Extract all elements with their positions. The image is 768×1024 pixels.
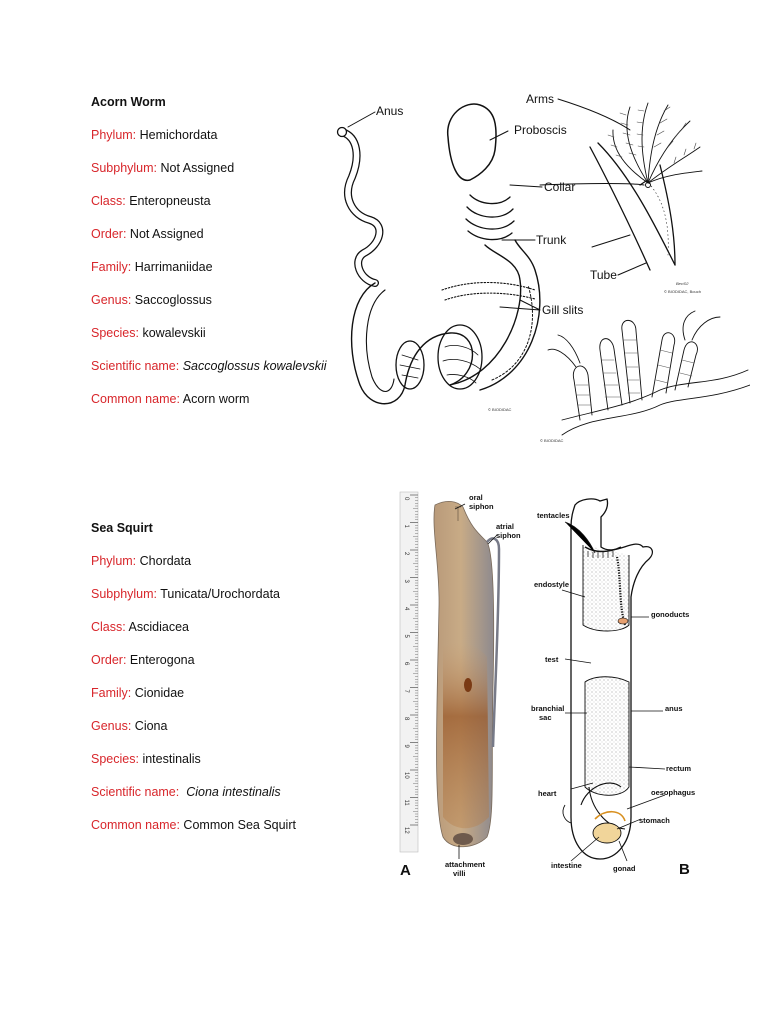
ciona-anatomy xyxy=(562,498,654,860)
acorn-worm-illustration: Anus Arms Proboscis Collar Trunk Tube Gi… xyxy=(336,92,750,443)
taxon-row-scientific-name: Scientific name: Ciona intestinalis xyxy=(91,785,281,799)
taxon-row-subphylum: Subphylum: Not Assigned xyxy=(91,161,235,175)
credit-small: © BIODIDAC xyxy=(540,438,564,443)
label-oesophagus: oesophagus xyxy=(651,788,695,797)
label-proboscis: Proboscis xyxy=(514,123,567,137)
taxon-row-species: Species: kowalevskii xyxy=(91,326,206,340)
ruler-tick-label: 5 xyxy=(403,635,409,639)
label-anus: anus xyxy=(665,704,683,713)
label-tentacles: tentacles xyxy=(537,511,570,520)
label-arms: Arms xyxy=(526,92,554,106)
taxon-row-subphylum: Subphylum: Tunicata/Urochordata xyxy=(91,587,281,601)
ruler-tick-label: 2 xyxy=(403,552,409,556)
taxon-row-phylum: Phylum: Chordata xyxy=(91,554,192,568)
ruler-tick-label: 9 xyxy=(403,745,409,749)
ruler-tick-label: 8 xyxy=(403,717,409,721)
taxon-row-order: Order: Not Assigned xyxy=(91,227,204,241)
taxon-row-genus: Genus: Saccoglossus xyxy=(91,293,212,307)
taxon-row-order: Order: Enterogona xyxy=(91,653,195,667)
label-gill-slits: Gill slits xyxy=(542,303,583,317)
collar-rings xyxy=(465,194,515,241)
label-branchial-sac-1: branchial xyxy=(531,704,564,713)
ruler-tick-label: 12 xyxy=(403,827,409,834)
ruler-tick-label: 1 xyxy=(403,525,409,529)
label-attachment-villi-2: villi xyxy=(453,869,466,878)
label-attachment-villi-1: attachment xyxy=(445,860,486,869)
taxon-row-family: Family: Harrimaniidae xyxy=(91,260,213,274)
section-title: Sea Squirt xyxy=(91,521,153,535)
panel-label-b: B xyxy=(679,861,690,878)
label-atrial-siphon-1: atrial xyxy=(496,522,514,531)
ruler-tick-label: 3 xyxy=(403,580,409,584)
label-trunk: Trunk xyxy=(536,233,567,247)
section-title: Acorn Worm xyxy=(91,95,166,109)
acorn-worm-taxonomy: Acorn Worm Phylum: Hemichordata Subphylu… xyxy=(91,95,341,425)
label-rectum: rectum xyxy=(666,764,691,773)
taxon-row-class: Class: Ascidiacea xyxy=(91,620,189,634)
taxon-row-scientific-name: Scientific name: Saccoglossus kowalevski… xyxy=(91,359,327,373)
acorn-worm-figure: Anus Arms Proboscis Collar Trunk Tube Gi… xyxy=(330,85,750,450)
anus-opening xyxy=(336,126,348,138)
ruler-tick-label: 7 xyxy=(403,690,409,694)
ruler-tick-label: 0 xyxy=(403,497,409,501)
label-test: test xyxy=(545,655,559,664)
label-endostyle: endostyle xyxy=(534,580,569,589)
ruler-tick-label: 6 xyxy=(403,662,409,666)
proboscis xyxy=(447,103,497,181)
credit-main: © BIODIDAC xyxy=(488,407,512,412)
label-intestine: intestine xyxy=(551,861,582,870)
worm-coil xyxy=(350,282,474,405)
taxon-row-common-name: Common name: Acorn worm xyxy=(91,392,250,406)
colony-sketch xyxy=(547,310,750,436)
taxon-row-phylum: Phylum: Hemichordata xyxy=(91,128,218,142)
label-tube: Tube xyxy=(590,268,617,282)
ruler-tick-label: 11 xyxy=(403,800,409,807)
label-gonoducts: gonoducts xyxy=(651,610,689,619)
taxon-row-class: Class: Enteropneusta xyxy=(91,194,211,208)
taxon-row-common-name: Common name: Common Sea Squirt xyxy=(91,818,296,832)
label-branchial-sac-2: sac xyxy=(539,713,552,722)
label-atrial-siphon-2: siphon xyxy=(496,531,521,540)
label-collar: Collar xyxy=(544,180,575,194)
label-oral-siphon-1: oral xyxy=(469,493,483,502)
panel-label-a: A xyxy=(400,862,411,879)
credit-signature: Bec/02 xyxy=(676,281,689,286)
credit-arms: © BIODIDAC, Bouch xyxy=(664,289,701,294)
tube xyxy=(589,146,651,271)
label-stomach: stomach xyxy=(639,816,670,825)
ruler-tick-label: 10 xyxy=(403,772,409,779)
label-heart: heart xyxy=(538,789,557,798)
label-oral-siphon-2: siphon xyxy=(469,502,494,511)
taxon-row-species: Species: intestinalis xyxy=(91,752,201,766)
sea-squirt-taxonomy: Sea Squirt Phylum: Chordata Subphylum: T… xyxy=(91,521,341,851)
taxon-row-family: Family: Cionidae xyxy=(91,686,185,700)
label-anus: Anus xyxy=(376,104,403,118)
taxon-row-genus: Genus: Ciona xyxy=(91,719,168,733)
ruler-tick-label: 4 xyxy=(403,607,409,611)
label-gonad: gonad xyxy=(613,864,636,873)
